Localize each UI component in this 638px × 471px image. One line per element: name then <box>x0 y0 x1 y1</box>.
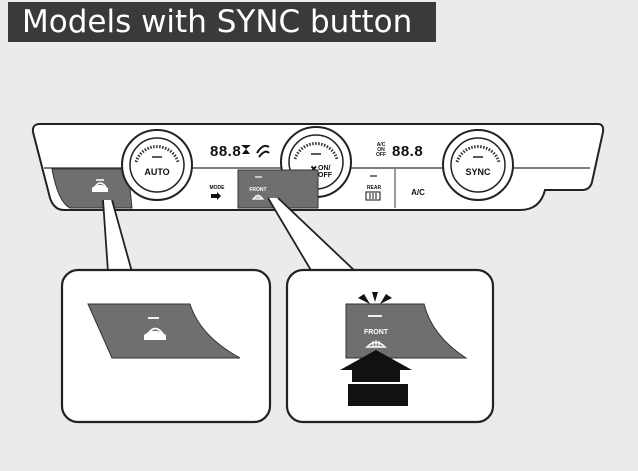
off-label: OFF <box>318 172 333 179</box>
ac-button[interactable]: A/C <box>411 188 425 197</box>
press-arrow-icon <box>340 350 412 406</box>
right-temp-display: A/C ON OFF 88.8 <box>376 142 423 160</box>
left-temp-readout: 88.8 <box>210 143 241 160</box>
ac-label: A/C <box>411 188 425 197</box>
mode-button[interactable]: MODE <box>210 185 226 200</box>
front-defrost-button[interactable]: FRONT <box>237 169 319 209</box>
sync-label: SYNC <box>465 167 491 177</box>
front-defrost-icon <box>251 194 265 200</box>
left-temp-display: 88.8 <box>210 143 270 160</box>
airflow-icon <box>256 144 270 158</box>
front-defrost-icon <box>365 340 387 348</box>
indicator-glow-icon <box>358 292 392 304</box>
ac-indicator-line1: A/C <box>377 142 386 148</box>
auto-knob[interactable]: AUTO <box>121 129 193 201</box>
front-label: FRONT <box>249 187 266 193</box>
rear-defrost-button[interactable]: REAR <box>365 175 382 201</box>
fan-icon <box>241 145 251 154</box>
on-label: ON/ <box>318 165 331 172</box>
front-label: FRONT <box>364 329 389 336</box>
mode-label: MODE <box>210 185 226 191</box>
recirculation-button[interactable] <box>51 168 133 209</box>
recirculation-icon <box>92 182 108 192</box>
recirculation-icon <box>144 327 166 340</box>
ac-indicator-line3: OFF <box>376 152 386 158</box>
front-defrost-callout: FRONT <box>285 268 495 424</box>
rear-defrost-icon <box>365 191 381 201</box>
page-title: Models with SYNC button <box>22 4 413 40</box>
recirculation-callout <box>60 268 272 424</box>
rear-label: REAR <box>367 185 382 191</box>
power-icon: ✖ <box>310 164 318 174</box>
sync-knob[interactable]: SYNC <box>442 129 514 201</box>
ac-indicator-line2: ON <box>377 147 385 153</box>
auto-label: AUTO <box>144 167 169 177</box>
mode-icon <box>211 192 221 200</box>
title-bar: Models with SYNC button <box>8 2 436 42</box>
right-temp-readout: 88.8 <box>392 143 423 160</box>
